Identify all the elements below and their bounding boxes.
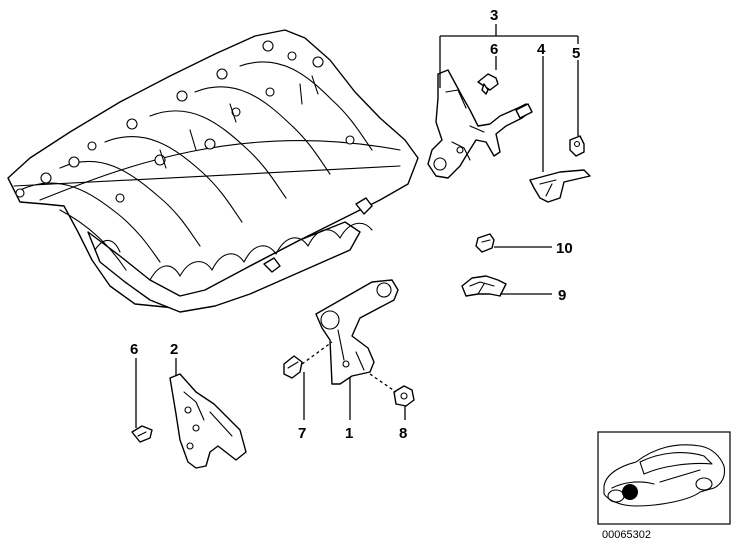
bracket-part-3 (427, 69, 533, 179)
callout-3: 3 (490, 7, 498, 24)
car-icon (603, 444, 726, 507)
callout-6-upper: 6 (490, 41, 498, 58)
thumbnail-frame (597, 431, 731, 525)
callout-8: 8 (399, 425, 407, 442)
hose-clip-part-9 (461, 275, 507, 297)
callouts: 3 6 4 5 10 9 6 2 7 1 8 (130, 7, 580, 442)
callout-7: 7 (298, 425, 306, 442)
callout-6-lower: 6 (130, 341, 138, 358)
callout-9: 9 (558, 287, 566, 304)
injector-ports (15, 40, 355, 203)
callout-10: 10 (556, 240, 573, 257)
bracket-part-2 (169, 373, 247, 469)
bracket-part-1 (315, 279, 399, 385)
screw-part-7 (283, 355, 303, 379)
callout-4: 4 (537, 41, 546, 58)
vehicle-thumbnail: 00065302 (597, 431, 731, 541)
callout-5: 5 (572, 45, 580, 62)
leader-lines (135, 24, 579, 428)
callout-2: 2 (170, 341, 178, 358)
nut-part-5 (569, 135, 585, 157)
clip-part-4 (529, 169, 591, 203)
screw-part-6-upper (477, 73, 499, 95)
location-marker-icon (622, 484, 638, 500)
reference-number: 00065302 (602, 529, 651, 541)
nut-part-8 (393, 385, 415, 407)
screw-part-6-lower (131, 425, 153, 443)
callout-1: 1 (345, 425, 353, 442)
intake-manifold (7, 29, 419, 313)
bolt-part-10 (475, 233, 495, 253)
